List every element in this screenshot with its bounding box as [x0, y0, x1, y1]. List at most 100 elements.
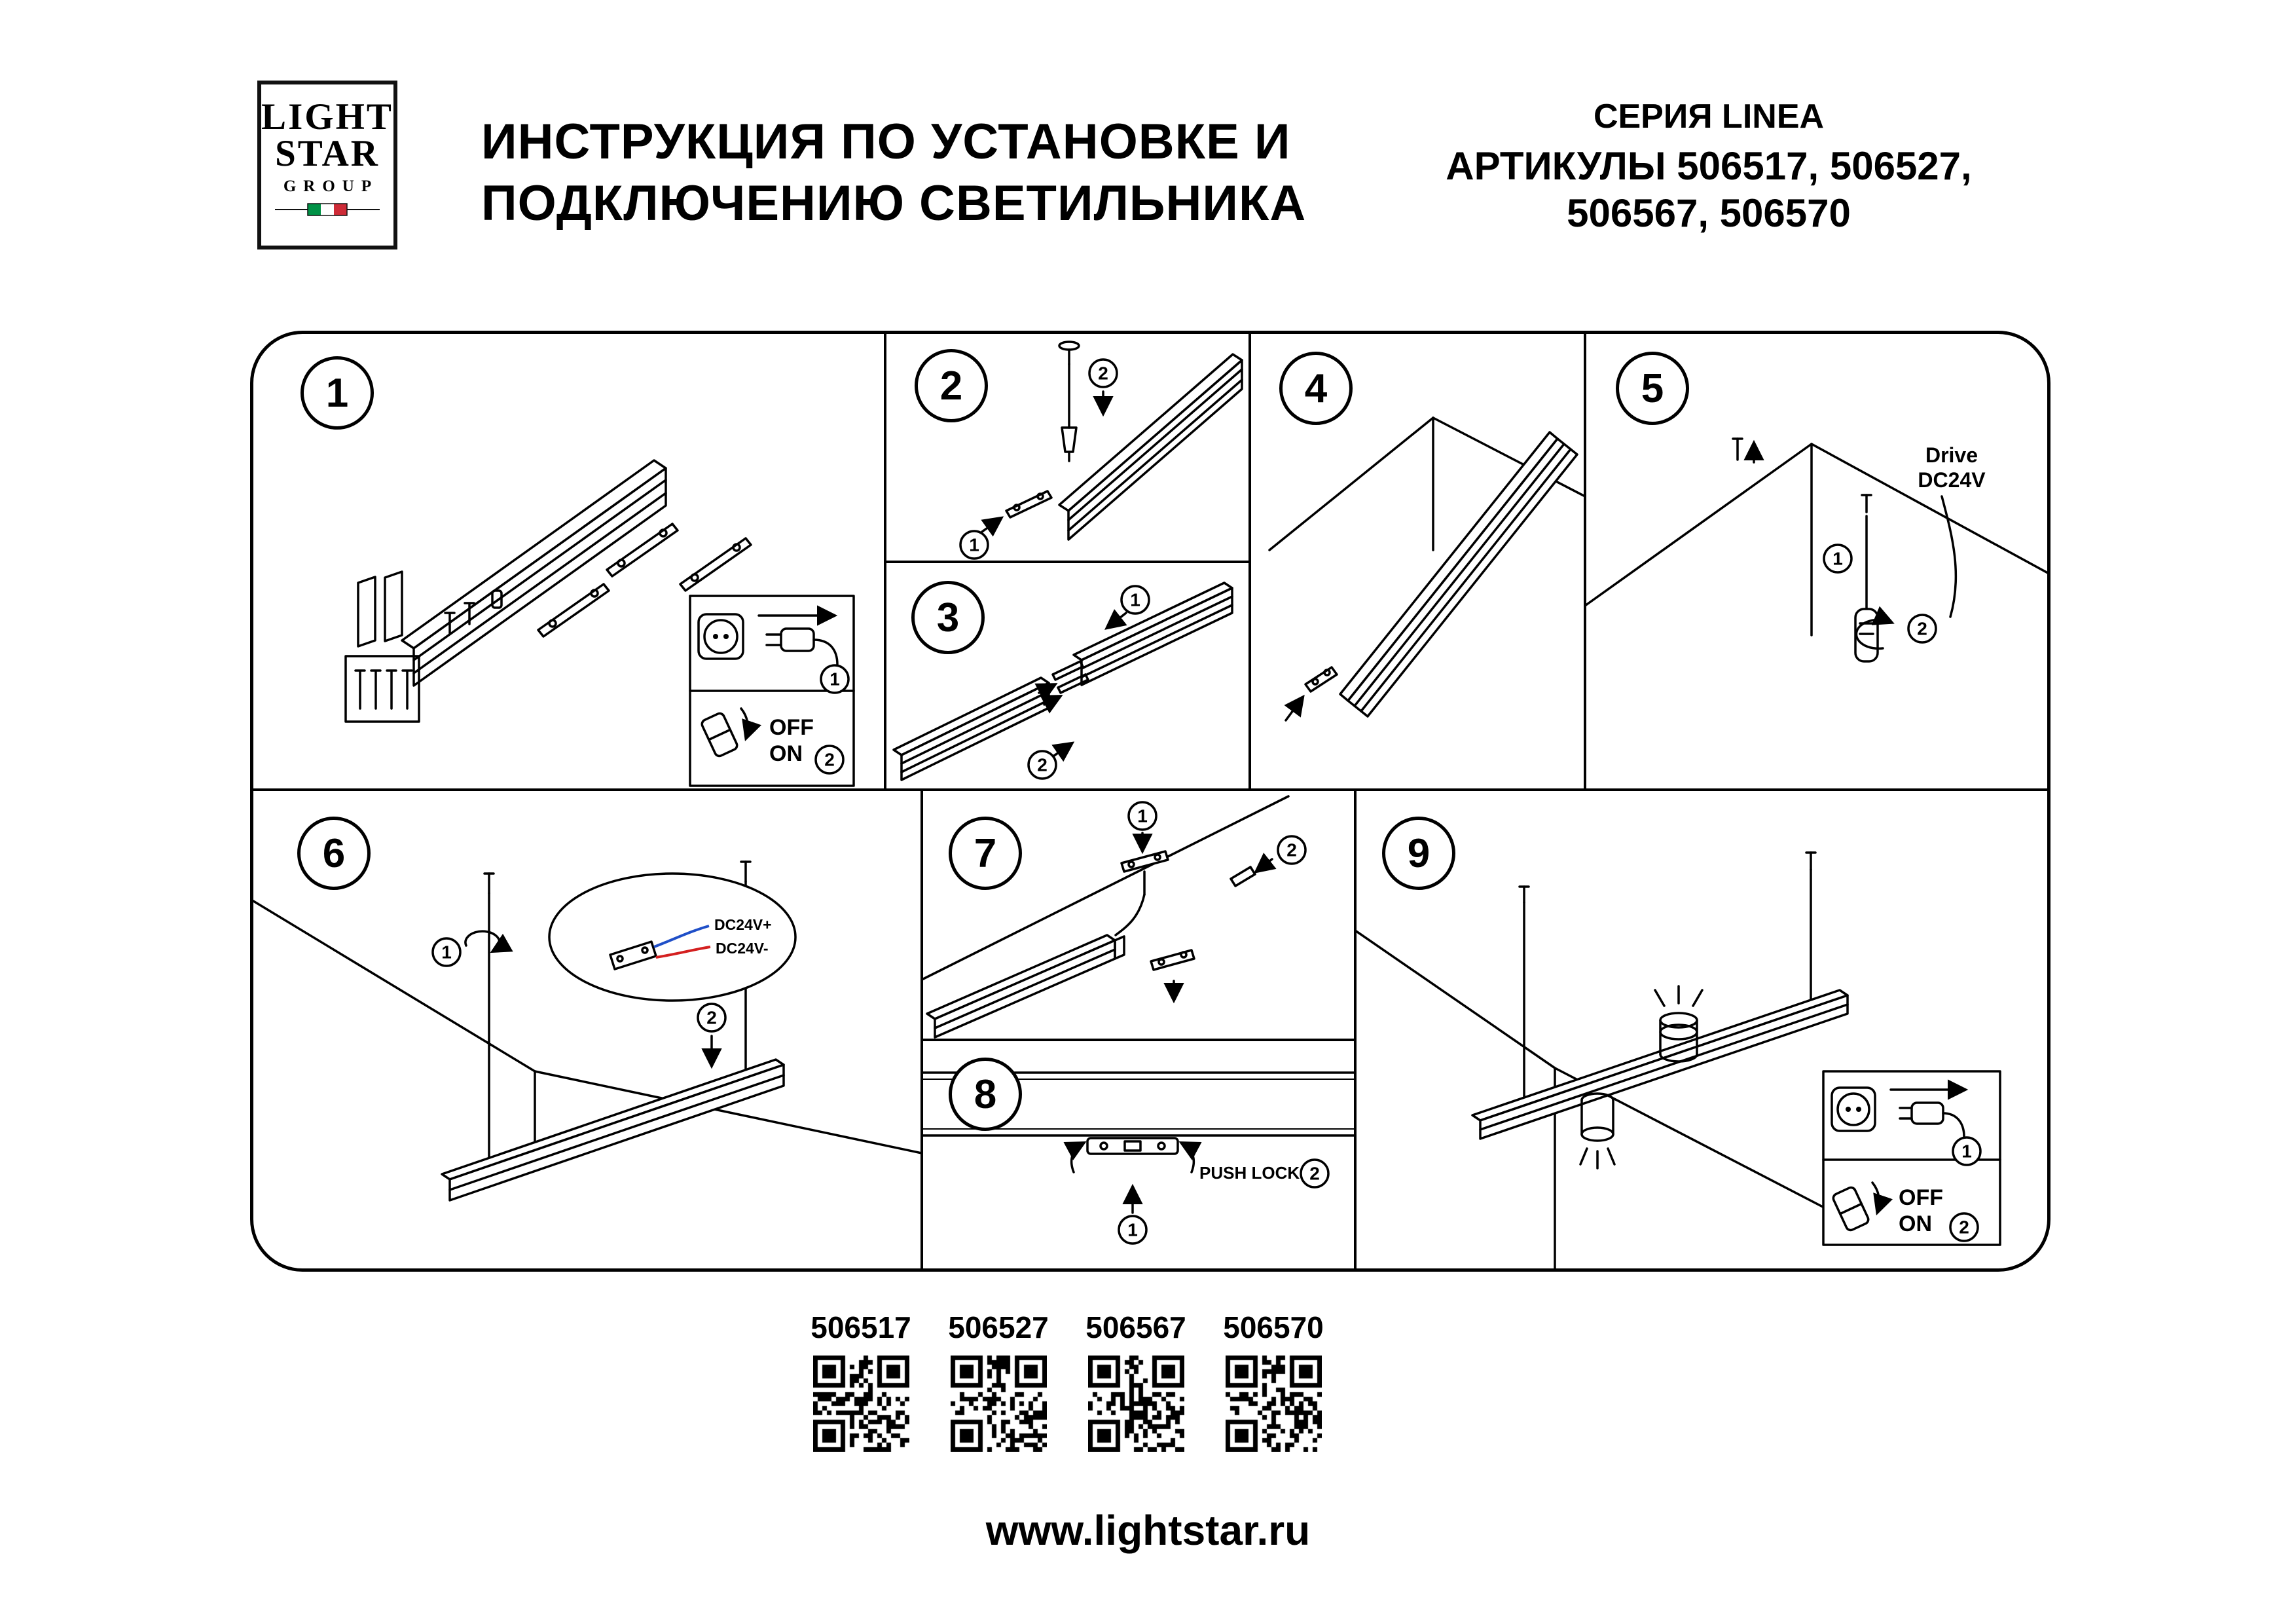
qr-item: 506517 — [811, 1310, 911, 1452]
connector-pins — [1034, 660, 1089, 714]
svg-text:2: 2 — [706, 1008, 717, 1028]
series-articles-block: СЕРИЯ LINEA АРТИКУЛЫ 506517, 506527, 506… — [1408, 97, 2010, 237]
profile-bar-lower — [892, 676, 1050, 781]
callout-1: 1 — [1127, 801, 1157, 831]
panel-step-1: 1 OFF ON 2 — [344, 459, 855, 787]
callout-2: 2 — [814, 745, 845, 775]
switch-off-label: OFF — [769, 715, 814, 740]
qr-item: 506527 — [948, 1310, 1049, 1452]
qr-code — [1225, 1356, 1322, 1452]
svg-text:2: 2 — [824, 750, 835, 770]
panel-step-2: 2 1 — [959, 341, 1243, 560]
callout-1: 1 — [1952, 1136, 1982, 1166]
ceiling-line — [922, 795, 1290, 981]
suspension-cable-left — [1518, 885, 1530, 1108]
page-title-line2: ПОДКЛЮЧЕНИЮ СВЕТИЛЬНИКА — [481, 175, 1307, 232]
lock-arrow-left — [1063, 1141, 1087, 1173]
qr-code — [812, 1356, 909, 1452]
arrow — [1051, 741, 1075, 762]
panel-step-7: 1 2 — [922, 795, 1307, 1039]
callout-2: 2 — [1088, 358, 1118, 388]
light-profile-bar — [1058, 353, 1243, 541]
panel-step-9: 1 OFF ON 2 — [1355, 851, 2001, 1268]
qr-label: 506517 — [811, 1310, 911, 1344]
panel-divider — [253, 788, 2047, 791]
svg-text:1: 1 — [1961, 1141, 1972, 1162]
small-fasteners — [444, 589, 503, 635]
svg-text:1: 1 — [1127, 1220, 1138, 1240]
callout-2: 2 — [1907, 614, 1937, 644]
qr-code — [1087, 1356, 1184, 1452]
qr-label: 506567 — [1085, 1310, 1186, 1344]
qr-item: 506567 — [1085, 1310, 1186, 1452]
power-plug-icon — [1889, 1079, 1969, 1138]
svg-text:2: 2 — [1286, 840, 1297, 860]
svg-text:2: 2 — [1037, 755, 1048, 775]
qr-label: 506570 — [1223, 1310, 1324, 1344]
spare-plate — [1230, 866, 1256, 887]
profile-bar-upper — [1072, 581, 1233, 686]
drive-cable — [1941, 495, 1958, 618]
svg-text:2: 2 — [1309, 1164, 1320, 1184]
callout-2: 2 — [1277, 835, 1307, 865]
ceiling-corner-lines — [1585, 443, 2047, 637]
panel-divider — [920, 1039, 1355, 1041]
panel-step-3: 1 2 — [892, 581, 1233, 781]
main-diagram: 1 OFF ON 2 — [250, 331, 2050, 1272]
arrow — [1254, 853, 1277, 874]
arrow — [1104, 609, 1127, 630]
callout-2: 2 — [1300, 1158, 1330, 1189]
rotation-arrow — [1855, 606, 1895, 650]
qr-code — [950, 1356, 1047, 1452]
logo-star: STAR — [275, 132, 380, 174]
step-6-number: 6 — [297, 817, 371, 890]
step-2-number: 2 — [915, 349, 988, 422]
panel-step-6: 1 DC24V+ DC24V- 2 — [253, 860, 922, 1202]
panel-step-5: Drive DC24V 1 2 — [1585, 437, 2047, 663]
callout-1: 1 — [1118, 1215, 1148, 1245]
screwdriver — [1854, 494, 1879, 663]
power-socket-icon — [1831, 1086, 1876, 1132]
wire-minus — [655, 946, 711, 959]
power-connection-box: 1 OFF ON 2 — [689, 595, 855, 787]
qr-label: 506527 — [948, 1310, 1049, 1344]
push-lock-connector — [1086, 1137, 1179, 1155]
power-switch-icon — [701, 707, 762, 758]
power-socket-icon — [697, 613, 744, 660]
light-profile-bar — [401, 459, 667, 687]
step-5-number: 5 — [1616, 352, 1689, 425]
svg-text:1: 1 — [829, 669, 840, 690]
panel-divider — [920, 788, 923, 1268]
ceiling-bracket — [1120, 850, 1169, 873]
callout-2: 2 — [1949, 1212, 1979, 1242]
callout-1: 1 — [959, 530, 989, 560]
svg-text:2: 2 — [1098, 363, 1108, 384]
mounting-bracket — [1005, 490, 1053, 519]
end-connector — [1150, 949, 1195, 971]
wire-plus — [653, 925, 710, 948]
light-bar — [926, 934, 1125, 1039]
callout-1: 1 — [431, 937, 462, 967]
step-3-number: 3 — [911, 581, 985, 654]
callout-1: 1 — [820, 664, 850, 694]
svg-text:1: 1 — [1832, 549, 1843, 569]
connection-wire — [1114, 893, 1146, 936]
logo-group: GROUP — [283, 177, 379, 195]
panel-divider — [1584, 334, 1586, 790]
spotlight-down — [1579, 1092, 1616, 1170]
website-url: www.lightstar.ru — [985, 1507, 1311, 1554]
page-title: ИНСТРУКЦИЯ ПО УСТАНОВКЕ И ПОДКЛЮЧЕНИЮ СВ… — [481, 111, 1306, 234]
wall-corner-lines — [1268, 416, 1585, 551]
suspension-cable-left — [483, 872, 495, 1168]
svg-text:1: 1 — [1137, 806, 1148, 826]
step-8-number: 8 — [949, 1058, 1022, 1131]
end-plates — [357, 570, 403, 648]
mounting-bracket — [679, 537, 752, 592]
wire-minus-label: DC24V- — [716, 940, 769, 957]
ceiling-screw — [1732, 437, 1764, 464]
screw-pack — [344, 655, 420, 723]
switch-on-label: ON — [1899, 1211, 1932, 1236]
callout-2: 2 — [697, 1003, 727, 1033]
svg-text:2: 2 — [1959, 1217, 1969, 1238]
